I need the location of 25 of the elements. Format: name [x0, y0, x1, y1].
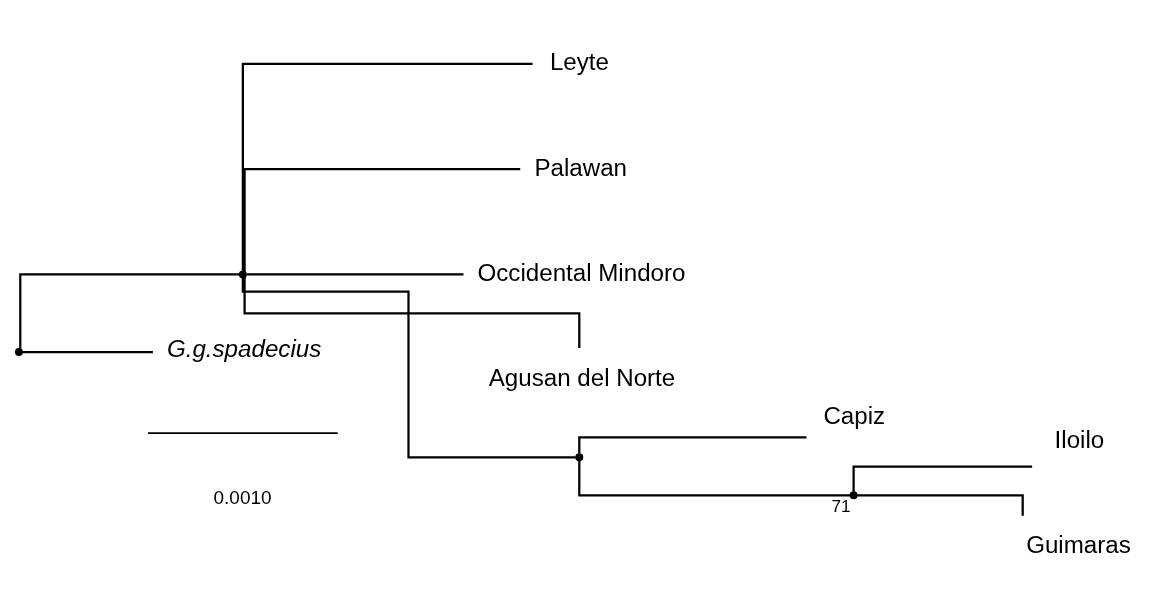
node-text: Agusan del Norte	[488, 364, 676, 392]
node-text: Iloilo	[1054, 426, 1105, 454]
node-point	[575, 453, 584, 462]
connector	[246, 273, 464, 276]
connector	[241, 277, 576, 459]
node-text: Palawan	[534, 153, 628, 181]
connector	[243, 277, 581, 349]
label: 0.0010	[213, 486, 272, 508]
node-label: 71	[831, 496, 851, 517]
connector	[22, 350, 153, 354]
node-point	[14, 348, 23, 357]
connector	[852, 465, 1033, 492]
node-text: Guimaras	[1026, 531, 1131, 559]
node-text: Leyte	[549, 48, 610, 76]
connector	[19, 273, 240, 349]
node-text: Occidental Mindoro	[477, 258, 686, 286]
connector	[578, 436, 807, 454]
node-point	[238, 270, 247, 279]
node-point	[849, 491, 858, 500]
node-text: Capiz	[823, 402, 886, 430]
connector	[243, 168, 521, 272]
connector	[857, 494, 1024, 516]
node-text: G.g.spadecius	[166, 334, 322, 362]
connector	[578, 460, 851, 497]
connector	[241, 62, 533, 271]
